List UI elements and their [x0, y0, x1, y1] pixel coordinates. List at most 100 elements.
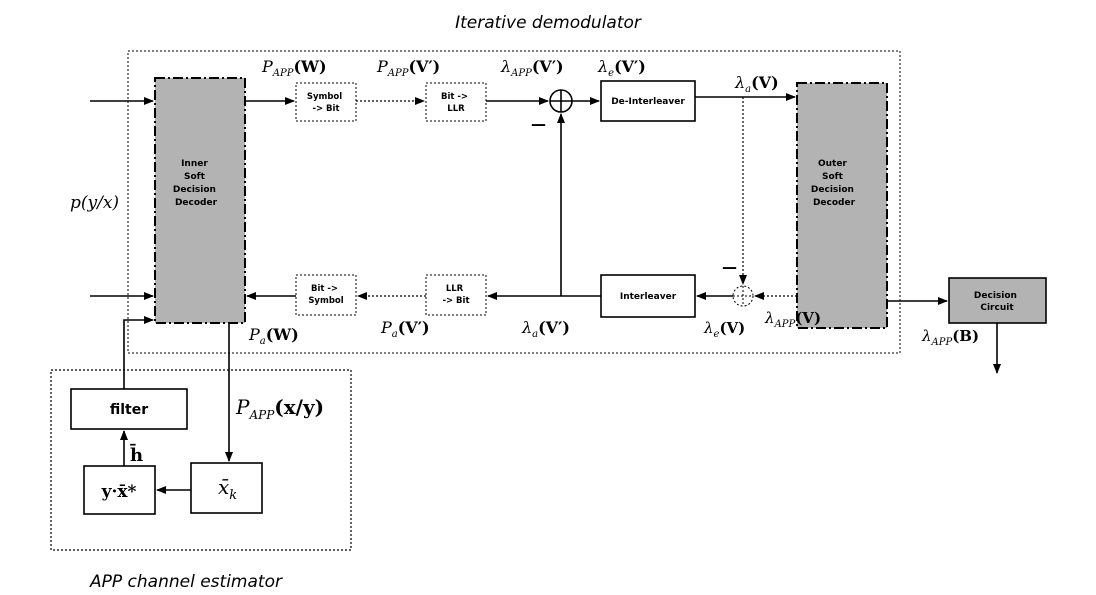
label-lapp-v: λAPP(V)	[764, 309, 821, 330]
label-papp-xy-arg: (x/y)	[274, 395, 324, 419]
app-channel-estimator-title: APP channel estimator	[89, 572, 283, 592]
bit-to-llr-block: Bit -> LLR	[425, 82, 487, 122]
label-lapp-v-sub: APP	[774, 319, 796, 330]
label-p-yx: p(y/x)	[70, 193, 119, 213]
label-papp-xy-sub: APP	[248, 408, 275, 422]
label-lapp-vp: λAPP(V′)	[500, 57, 564, 79]
interleaver-block: Interleaver	[600, 274, 696, 318]
label-le-v-sym: λ	[703, 319, 714, 337]
decision-circuit-block: Decision Circuit	[948, 277, 1047, 324]
label-le-v-arg: (V)	[719, 319, 745, 337]
label-la-vp: λa(V′)	[521, 318, 570, 340]
iterative-demodulator-frame	[127, 50, 901, 354]
svg-text:Symbol -> Bit: Symbol -> Bit	[307, 92, 345, 114]
svg-text:LLR -> Bit: LLR -> Bit	[442, 284, 469, 306]
minus-sign-top: —	[531, 115, 546, 133]
llr-to-bit-label-1: LLR	[446, 284, 464, 294]
decision-circuit-label-1: Decision	[974, 291, 1017, 301]
label-la-v-sub: a	[745, 84, 751, 95]
svg-text:Outer Soft Decisio: Outer Soft Decision Decoder	[811, 159, 857, 208]
xk-bar-block: x̄k	[190, 462, 263, 514]
inner-decoder-label-4: Decoder	[175, 198, 218, 208]
label-lapp-b-sub: APP	[931, 337, 953, 348]
label-lapp-b-arg: (B)	[952, 327, 979, 345]
inner-decoder-label-3: Decision	[173, 185, 216, 195]
filter-label: filter	[110, 402, 148, 418]
label-papp-w-sym: P	[261, 57, 273, 76]
svg-text:Decision Circuit: Decision Circuit	[974, 291, 1020, 313]
bit-to-llr-label-1: Bit ->	[441, 92, 468, 102]
label-papp-v-arg: (V′)	[408, 57, 440, 76]
label-pa-w-sub: a	[260, 336, 266, 347]
label-p-yx-text: p(y/x)	[70, 193, 119, 213]
bit-to-symbol-block: Bit -> Symbol	[295, 274, 357, 316]
filter-block: filter	[70, 388, 188, 430]
svg-text:Bit -> LLR: Bit -> LLR	[441, 92, 471, 114]
label-la-v: λa(V)	[734, 73, 779, 95]
symbol-to-bit-block: Symbol -> Bit	[295, 82, 357, 122]
channel-estimate-arrow	[123, 316, 154, 389]
wires	[90, 93, 1001, 494]
app-channel-estimator-frame	[50, 369, 352, 551]
label-le-v-sub: e	[714, 329, 720, 340]
xk-bar-symbol: x̄	[218, 475, 229, 499]
bit-to-symbol-label-2: Symbol	[308, 296, 343, 306]
label-le-vp-sym: λ	[597, 57, 608, 76]
label-la-vp-arg: (V′)	[538, 318, 570, 337]
outer-decoder-label-3: Decision	[811, 185, 854, 195]
label-lapp-vp-sub: APP	[510, 68, 532, 79]
svg-text:Bit -> Symbol: Bit -> Symbol	[308, 284, 343, 306]
xk-bar-label: x̄k	[218, 475, 237, 503]
inner-decoder-label-2: Soft	[184, 172, 206, 182]
label-papp-w-sub: APP	[272, 68, 294, 79]
symbol-to-bit-label-2: -> Bit	[312, 104, 339, 114]
label-papp-w-arg: (W)	[293, 57, 326, 76]
label-pa-vp-sub: a	[392, 329, 398, 340]
svg-text:Inner Soft Decisio: Inner Soft Decision Decoder	[173, 159, 219, 208]
label-lapp-v-sym: λ	[764, 309, 775, 327]
summing-junction-top	[549, 89, 573, 113]
outer-decoder-label-2: Soft	[822, 172, 844, 182]
label-la-v-sym: λ	[734, 73, 745, 92]
outer-decoder-label-4: Decoder	[813, 198, 856, 208]
label-la-v-arg: (V)	[751, 73, 779, 92]
label-lapp-b: λAPP(B)	[921, 327, 979, 348]
label-pa-vp-arg: (V′)	[398, 318, 430, 337]
label-pa-vp-sym: P	[380, 318, 392, 337]
label-le-vp-sub: e	[608, 68, 614, 79]
deinterleaver-block: De-Interleaver	[600, 80, 696, 122]
inner-decoder-label-1: Inner	[181, 159, 208, 169]
symbol-to-bit-label-1: Symbol	[307, 92, 342, 102]
xk-bar-subscript: k	[229, 488, 237, 503]
label-lapp-vp-arg: (V′)	[532, 57, 564, 76]
label-la-vp-sub: a	[532, 329, 538, 340]
deinterleaver-label: De-Interleaver	[611, 97, 685, 107]
label-lapp-vp-sym: λ	[500, 57, 511, 76]
label-papp-xy: PAPP(x/y)	[235, 395, 324, 422]
minus-sign-bottom: —	[722, 258, 737, 276]
y-xconj-block: y·x̄*	[83, 465, 156, 515]
bit-to-symbol-label-1: Bit ->	[311, 284, 338, 294]
label-pa-w-arg: (W)	[266, 325, 299, 344]
label-pa-w-sym: P	[248, 325, 260, 344]
label-papp-v-sym: P	[376, 57, 388, 76]
summing-junction-bottom	[732, 285, 754, 307]
label-papp-v: PAPP(V′)	[376, 57, 440, 79]
label-h-bar: h̄	[129, 444, 143, 466]
inner-decoder-block: Inner Soft Decision Decoder	[154, 77, 246, 324]
label-le-vp: λe(V′)	[597, 57, 646, 79]
bit-to-llr-label-2: LLR	[447, 104, 465, 114]
label-la-vp-sym: λ	[521, 318, 532, 337]
label-pa-w: Pa(W)	[248, 325, 299, 347]
label-papp-w: PAPP(W)	[261, 57, 327, 79]
label-le-v: λe(V)	[703, 319, 745, 340]
decision-circuit-label-2: Circuit	[980, 303, 1014, 313]
label-lapp-v-arg: (V)	[795, 309, 821, 327]
interleaver-label: Interleaver	[620, 292, 677, 302]
llr-to-bit-block: LLR -> Bit	[425, 274, 487, 316]
iterative-demodulator-title: Iterative demodulator	[455, 13, 642, 33]
label-pa-vp: Pa(V′)	[380, 318, 430, 340]
label-papp-xy-sym: P	[235, 395, 250, 419]
outer-decoder-block: Outer Soft Decision Decoder	[796, 82, 888, 329]
